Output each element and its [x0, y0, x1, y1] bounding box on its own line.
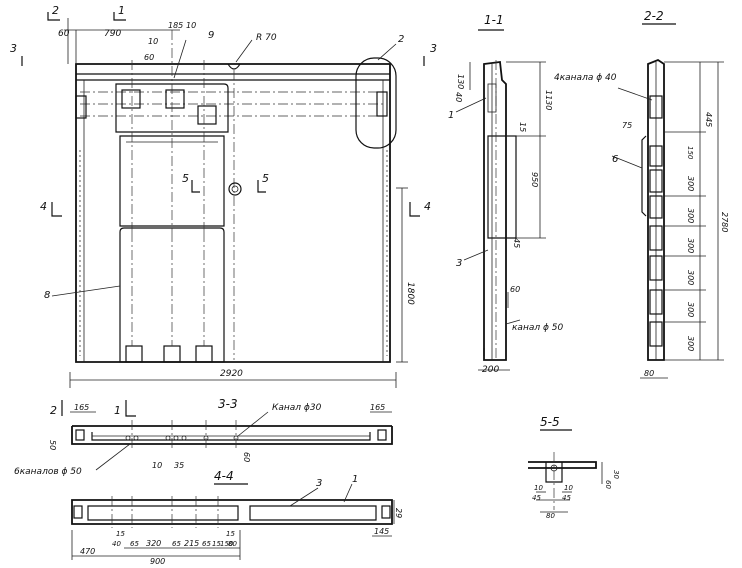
- s33-dim-35: 35: [174, 461, 184, 470]
- plan-dim-185: 185: [168, 21, 183, 30]
- s44-dim-65c: 65: [202, 540, 211, 548]
- cut-mark-2-s33: 2: [50, 404, 57, 417]
- s33-channel-30: Канал ϕ30: [272, 403, 322, 413]
- s22-dim-2780: 2780: [720, 212, 729, 232]
- s55-dim-30: 30: [612, 470, 620, 479]
- plan-dim-10a: 10: [148, 37, 158, 46]
- section-1-1: [455, 29, 546, 371]
- s55-dim-80: 80: [546, 512, 555, 520]
- section-4-4: [71, 483, 395, 560]
- s22-dim-300a: 300: [686, 176, 695, 191]
- s44-dim-320: 320: [146, 539, 161, 548]
- plan-dim-790: 790: [104, 29, 121, 39]
- s22-channels-4x40: 4канала ϕ 40: [554, 73, 617, 83]
- s44-dim-65: 65: [130, 540, 139, 548]
- s22-dim-300f: 300: [686, 336, 695, 351]
- s44-dim-40: 40: [112, 540, 121, 548]
- s11-channel-50: канал ϕ 50: [512, 323, 563, 333]
- s22-dim-75: 75: [622, 121, 632, 130]
- s11-dim-950: 950: [530, 172, 539, 187]
- s11-dim-15: 15: [518, 122, 527, 132]
- s44-dim-80: 80: [228, 540, 237, 548]
- s11-dim-1130: 1130: [544, 90, 553, 110]
- s44-dim-900: 900: [150, 557, 165, 566]
- cut-mark-4-right: 4: [424, 200, 431, 213]
- cut-mark-3-right: 3: [430, 42, 437, 55]
- callout-3-s11: 3: [456, 258, 462, 269]
- s22-dim-80: 80: [644, 369, 654, 378]
- s55-dim-10b: 10: [564, 484, 573, 492]
- s22-dim-300d: 300: [686, 270, 695, 285]
- s33-dim-60: 60: [242, 452, 251, 462]
- s11-dim-60: 60: [510, 285, 520, 294]
- callout-8: 8: [44, 290, 50, 301]
- s22-dim-300c: 300: [686, 238, 695, 253]
- callout-6: 6: [612, 154, 618, 165]
- section-1-1-title: 1-1: [484, 13, 504, 27]
- plan-radius: R 70: [256, 33, 277, 43]
- section-2-2: [611, 23, 724, 379]
- s11-dim-200: 200: [482, 365, 499, 375]
- s33-dim-10: 10: [152, 461, 162, 470]
- cut-mark-5-right: 5: [262, 172, 269, 185]
- section-5-5-title: 5-5: [540, 415, 560, 429]
- s22-dim-150: 150: [686, 146, 694, 160]
- s44-dim-15a: 15: [116, 530, 125, 538]
- s11-dim-45: 45: [512, 238, 521, 248]
- cut-mark-5-left: 5: [182, 172, 189, 185]
- callout-9: 9: [208, 30, 214, 41]
- s33-channels-6x50: 6каналов ϕ 50: [14, 467, 82, 477]
- plan-view: [21, 12, 425, 388]
- callout-1-s44: 1: [352, 474, 358, 485]
- s55-dim-60: 60: [604, 480, 612, 489]
- s22-dim-300b: 300: [686, 208, 695, 223]
- s33-dim-165-left: 165: [74, 403, 89, 412]
- s44-dim-470: 470: [80, 547, 95, 556]
- s44-dim-15b: 15: [212, 540, 221, 548]
- s55-dim-10a: 10: [534, 484, 543, 492]
- plan-dim-60b: 60: [144, 53, 154, 62]
- s44-dim-15c: 15: [226, 530, 235, 538]
- s11-dim-40: 40: [454, 92, 463, 102]
- s55-dim-45a: 45: [532, 494, 541, 502]
- cut-mark-3-left: 3: [10, 42, 17, 55]
- s55-dim-45b: 45: [562, 494, 571, 502]
- s44-dim-29: 29: [394, 508, 403, 518]
- s44-dim-150: 150: [220, 540, 234, 548]
- s11-dim-130: 130: [456, 74, 465, 89]
- section-5-5: [528, 429, 603, 513]
- section-3-3: [61, 400, 393, 471]
- s33-dim-50: 50: [48, 440, 57, 450]
- section-3-3-title: 3-3: [218, 397, 238, 411]
- callout-2: 2: [398, 34, 404, 45]
- cut-mark-1-top: 1: [118, 4, 125, 17]
- plan-dim-60: 60: [58, 29, 70, 39]
- section-2-2-title: 2-2: [644, 9, 664, 23]
- callout-3-s44: 3: [316, 478, 322, 489]
- s22-dim-300e: 300: [686, 302, 695, 317]
- s44-dim-145: 145: [374, 527, 389, 536]
- s44-dim-215: 215: [184, 539, 199, 548]
- s44-dim-65b: 65: [172, 540, 181, 548]
- plan-dim-10b: 10: [186, 21, 196, 30]
- cut-mark-1-s33: 1: [114, 404, 121, 417]
- cut-mark-4-left: 4: [40, 200, 47, 213]
- cut-mark-2-top: 2: [52, 4, 59, 17]
- s22-dim-445: 445: [704, 112, 713, 127]
- plan-dim-2920: 2920: [220, 369, 243, 379]
- plan-dim-1800: 1800: [405, 282, 415, 305]
- section-4-4-title: 4-4: [214, 469, 234, 483]
- s33-dim-165-right: 165: [370, 403, 385, 412]
- callout-1-s11: 1: [448, 110, 454, 121]
